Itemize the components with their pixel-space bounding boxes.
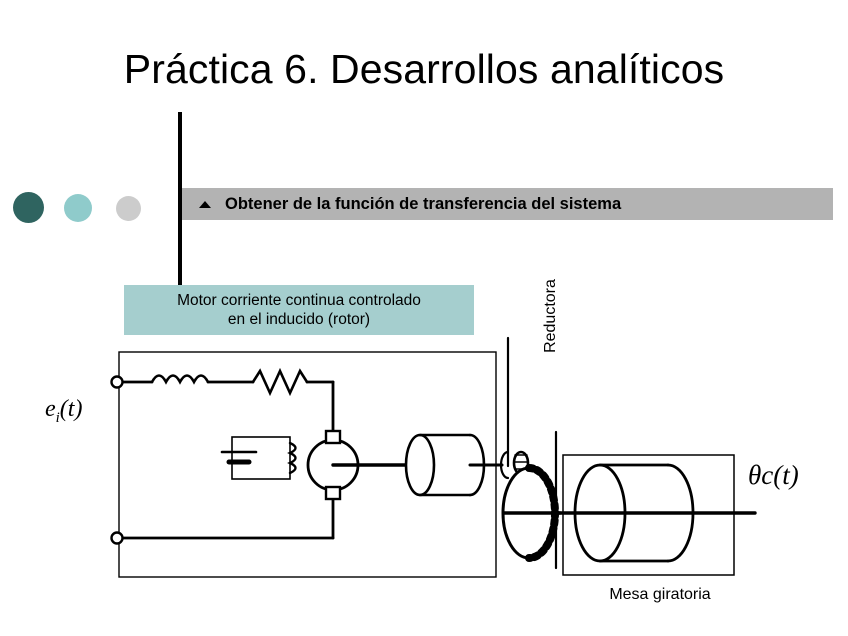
callout-box: Motor corriente continua controlado en e…	[124, 285, 474, 335]
turntable-label: Mesa giratoria	[609, 586, 711, 603]
bullet-banner: Obtener de la función de transferencia d…	[182, 188, 833, 220]
connector-line	[178, 112, 182, 287]
motor-body-cylinder	[404, 433, 486, 497]
gear-wheel-icon	[501, 464, 562, 562]
callout-line-1: Motor corriente continua controlado	[177, 291, 421, 309]
motor-brush-top	[324, 429, 342, 445]
output-angle-label: θc(t)	[748, 460, 799, 490]
turntable-box	[562, 454, 735, 576]
triangle-up-icon	[199, 200, 211, 208]
resistor-icon	[251, 367, 309, 397]
decor-dot-dark-teal	[13, 192, 44, 223]
field-coil-icon	[287, 441, 297, 475]
decor-dot-light-teal	[64, 194, 92, 222]
inductor-icon	[150, 374, 210, 385]
input-voltage-label: ei(t)	[45, 396, 83, 426]
gearbox-label: Reductora	[542, 279, 559, 353]
input-terminal-bottom	[110, 531, 124, 545]
page-title: Práctica 6. Desarrollos analíticos	[123, 46, 725, 92]
banner-label: Obtener de la función de transferencia d…	[225, 194, 622, 213]
decor-dot-light-gray	[116, 196, 141, 221]
motor-brush-bottom	[324, 485, 342, 501]
input-terminal-top	[110, 375, 124, 389]
field-winding-box	[231, 436, 291, 480]
callout-line-2: en el inducido (rotor)	[227, 311, 371, 328]
